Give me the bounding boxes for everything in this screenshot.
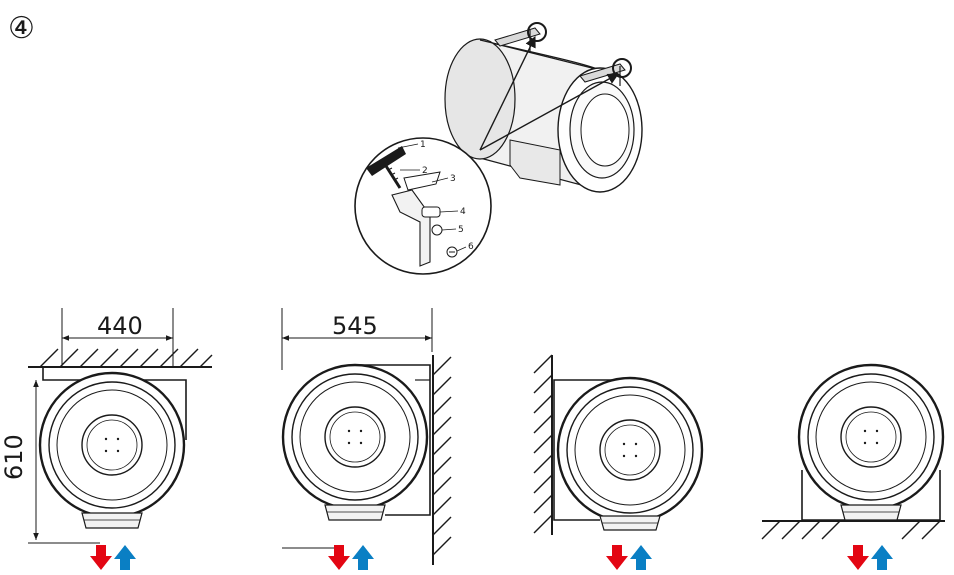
cold-water-arrow <box>328 545 350 570</box>
callout-6: 6 <box>468 242 474 252</box>
dimension-width-545: 545 <box>332 312 378 340</box>
config-ceiling-mount: 440 610 <box>0 308 213 570</box>
cold-water-arrow <box>606 545 628 570</box>
hot-water-arrow <box>114 545 136 570</box>
dimension-height-610: 610 <box>0 434 28 480</box>
cold-water-arrow <box>90 545 112 570</box>
config-floor-mount <box>761 363 945 570</box>
config-wall-mount-left <box>533 354 704 570</box>
callout-1: 1 <box>420 140 426 150</box>
heater-3d-view <box>444 22 643 193</box>
hot-water-arrow <box>630 545 652 570</box>
mounting-detail: 1 2 3 4 5 6 <box>354 137 492 275</box>
callout-2: 2 <box>422 166 428 176</box>
cold-water-arrow <box>847 545 869 570</box>
callout-4: 4 <box>460 207 466 217</box>
config-wall-mount-right: 545 <box>281 308 452 570</box>
hot-water-arrow <box>871 545 893 570</box>
dimension-width-440: 440 <box>97 312 143 340</box>
step-marker: ④ <box>8 11 35 46</box>
callout-3: 3 <box>450 174 456 184</box>
hot-water-arrow <box>352 545 374 570</box>
callout-5: 5 <box>458 225 464 235</box>
